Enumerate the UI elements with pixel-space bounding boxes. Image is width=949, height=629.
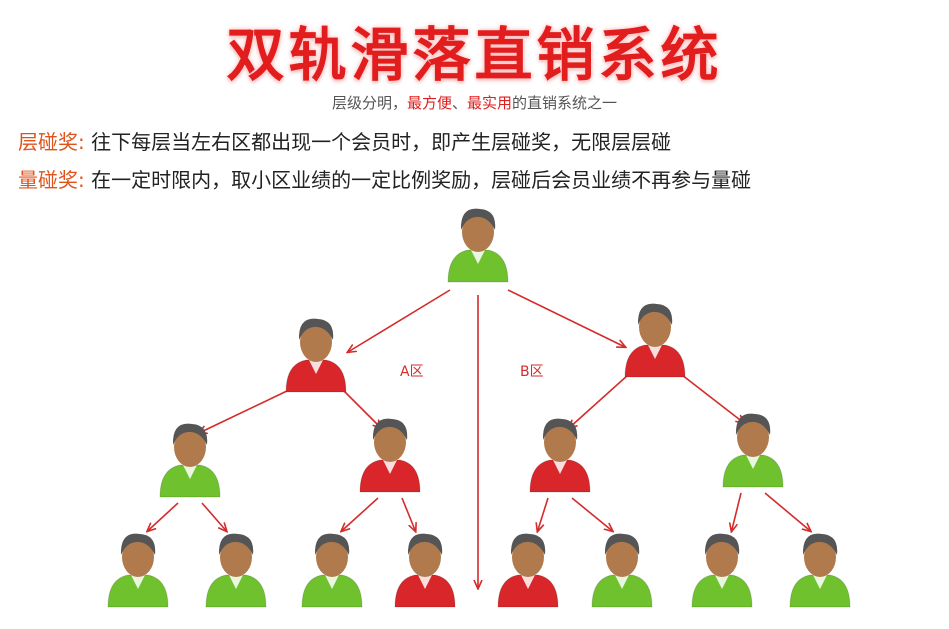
edge-arrow — [348, 289, 451, 352]
subtitle-highlight-1: 最方便 — [406, 94, 452, 112]
edge-arrow — [569, 374, 629, 428]
subtitle-part5: 的直销系统之一 — [512, 94, 618, 112]
level1-member — [624, 303, 686, 378]
level3-member — [394, 533, 456, 608]
subtitle-part3: 、 — [451, 94, 467, 112]
edge-arrow — [507, 289, 625, 347]
level1-member — [285, 318, 347, 393]
subtitle-highlight-2: 最实用 — [467, 94, 513, 112]
tree-nodes — [107, 208, 851, 608]
tree-edges — [148, 289, 811, 588]
diagram-subtitle: 层级分明，最方便、最实用的直销系统之一 — [0, 92, 949, 113]
level3-member — [301, 533, 363, 608]
edge-arrow — [148, 502, 179, 531]
edge-arrow — [764, 492, 810, 531]
level2-member — [159, 423, 221, 498]
edge-arrow — [201, 502, 226, 531]
edge-arrow — [401, 497, 415, 531]
edge-arrow — [199, 389, 290, 433]
subtitle-part1: 层级分明， — [331, 94, 407, 112]
root-member — [447, 208, 509, 283]
zone-a-label: A区 — [400, 364, 424, 380]
rule-text: 往下每层当左右区都出现一个会员时，即产生层碰奖，无限层层碰 — [84, 130, 672, 154]
level3-member — [591, 533, 653, 608]
rule-label: 量碰奖: — [18, 168, 85, 192]
edge-arrow — [342, 389, 381, 428]
edge-arrow — [342, 497, 379, 531]
level2-member — [529, 418, 591, 493]
level2-member — [359, 418, 421, 493]
rule-layer-bonus: 层碰奖: 往下每层当左右区都出现一个会员时，即产生层碰奖，无限层层碰 — [18, 126, 671, 155]
edge-arrow — [571, 497, 612, 531]
rule-text: 在一定时限内，取小区业绩的一定比例奖励，层碰后会员业绩不再参与量碰 — [84, 168, 752, 192]
diagram-title: 双轨滑落直销系统 — [226, 21, 723, 89]
level2-member — [722, 413, 784, 488]
edge-arrow — [538, 497, 549, 531]
rule-label: 层碰奖: — [18, 130, 85, 154]
rule-volume-bonus: 量碰奖: 在一定时限内，取小区业绩的一定比例奖励，层碰后会员业绩不再参与量碰 — [18, 164, 751, 193]
level3-member — [497, 533, 559, 608]
level3-member — [107, 533, 169, 608]
level3-member — [789, 533, 851, 608]
zone-b-label: B区 — [520, 364, 544, 380]
level3-member — [205, 533, 267, 608]
edge-arrow — [681, 374, 744, 423]
level3-member — [691, 533, 753, 608]
edge-arrow — [732, 492, 742, 531]
